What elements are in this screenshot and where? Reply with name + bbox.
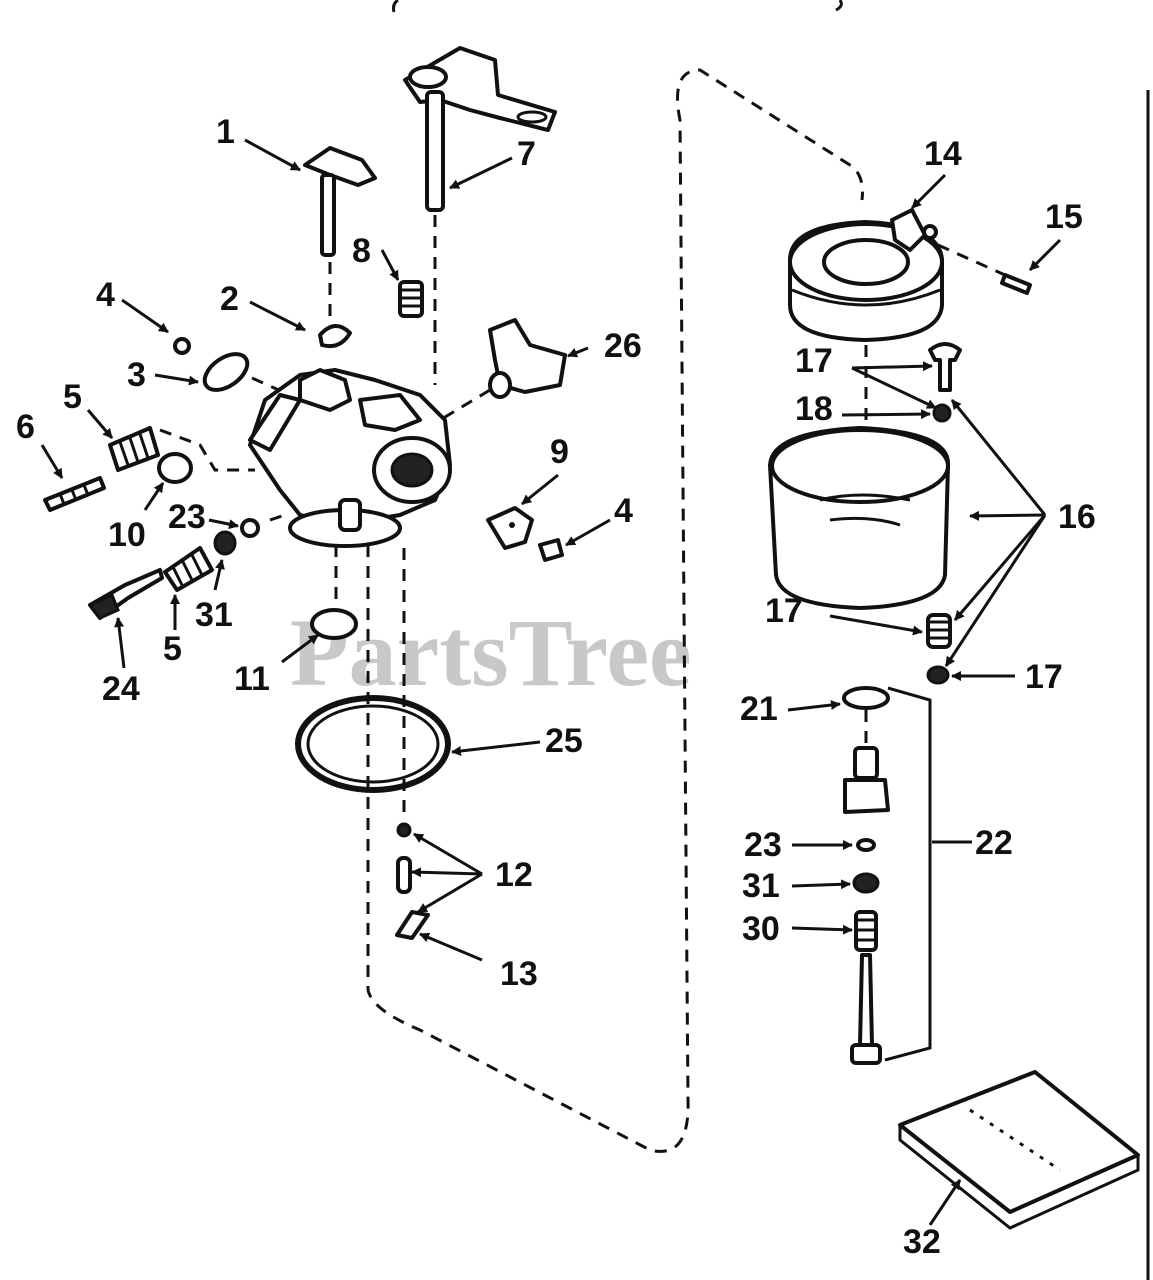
callout-22: 22	[975, 824, 1013, 862]
callout-23-right: 23	[744, 826, 782, 864]
callout-24: 24	[102, 670, 140, 708]
part-1-choke-shaft	[303, 146, 377, 257]
callout-6: 6	[16, 408, 35, 446]
part-12-pin	[396, 856, 412, 894]
callout-26: 26	[604, 327, 642, 365]
part-11-seal	[310, 608, 358, 640]
callout-5-upper: 5	[63, 378, 82, 416]
callout-9: 9	[550, 433, 569, 471]
callout-4-right: 4	[614, 492, 633, 530]
callout-30: 30	[742, 910, 780, 948]
part-14-float	[788, 208, 944, 342]
part-12-ball	[396, 822, 412, 838]
part-15-float-pin	[1000, 273, 1032, 295]
callout-18: 18	[795, 390, 833, 428]
part-31-nut-left	[213, 530, 237, 556]
part-21-washer	[842, 686, 890, 710]
callout-1: 1	[216, 113, 235, 151]
leader-arrows	[40, 138, 1062, 1226]
callout-2: 2	[220, 280, 239, 318]
part-23-dash	[269, 513, 286, 522]
watermark: PartsTree	[290, 599, 692, 706]
part-5-spring-upper	[108, 426, 160, 472]
part-30-needle	[850, 910, 882, 1065]
part-16-float-bowl	[768, 426, 951, 610]
part-25-bowl-gasket	[295, 695, 451, 793]
callout-15: 15	[1045, 198, 1083, 236]
part-4-screw-right	[538, 538, 564, 562]
carburetor-body	[248, 368, 452, 548]
part-5-dash	[159, 428, 255, 472]
part-9-hole	[509, 522, 515, 528]
part-4-screw-left	[173, 337, 191, 355]
part-22-seat-fitting	[843, 746, 890, 814]
part-2-spring	[318, 324, 352, 349]
part-3-choke-plate	[202, 352, 250, 392]
assembly-dashed-loop	[366, 68, 864, 1153]
callout-13: 13	[500, 955, 538, 993]
part-17-washer-lower	[926, 665, 950, 685]
callout-23-left: 23	[168, 498, 206, 536]
callout-25: 25	[545, 722, 583, 760]
part-8-spring	[398, 280, 424, 318]
part-22-bracket	[884, 686, 932, 1062]
part-31-nut-right	[852, 872, 880, 894]
header-fragment-right	[835, 0, 843, 12]
callout-16: 16	[1058, 498, 1096, 536]
part-23-washer-left	[240, 518, 260, 538]
callout-14: 14	[924, 135, 962, 173]
part-26-dash	[439, 388, 491, 422]
callout-17-lower: 17	[1025, 658, 1063, 696]
part-9-throttle-plate	[486, 506, 534, 550]
part-32-instruction-card	[898, 1070, 1140, 1230]
part-26-fuel-elbow	[488, 318, 567, 399]
callout-32: 32	[903, 1223, 941, 1261]
part-24-main-jet-needle	[87, 568, 164, 620]
part-13-clip	[395, 910, 430, 940]
callout-5-lower: 5	[163, 630, 182, 668]
callout-17-top: 17	[795, 342, 833, 380]
header-fragment-left	[392, 0, 399, 13]
callout-8: 8	[352, 232, 371, 270]
part-5-spring-lower	[163, 546, 214, 592]
part-10-plug	[157, 452, 193, 484]
part-23-washer-right	[856, 838, 876, 852]
part-6-idle-screw	[43, 476, 106, 512]
callout-labels: 1 2 3 4 4 5 5 6 7 8 9 10 11 12 13 14 15 …	[16, 113, 1096, 1261]
callout-11: 11	[234, 660, 270, 698]
callout-21: 21	[740, 690, 778, 728]
callout-4-left: 4	[96, 276, 115, 314]
callout-31-left: 31	[195, 596, 233, 634]
callout-31-right: 31	[742, 867, 780, 905]
callout-3: 3	[127, 356, 146, 394]
callout-7: 7	[517, 135, 536, 173]
part-15-dash	[937, 243, 1006, 277]
callout-17-middle: 17	[765, 592, 803, 630]
part-3-dash	[251, 376, 291, 397]
part-7-throttle-shaft	[403, 46, 557, 212]
callout-10: 10	[108, 516, 146, 554]
part-17-bolt-top	[928, 342, 962, 392]
part-17-spring	[926, 613, 952, 649]
part-18-washer	[932, 403, 952, 423]
callout-12: 12	[495, 856, 533, 894]
